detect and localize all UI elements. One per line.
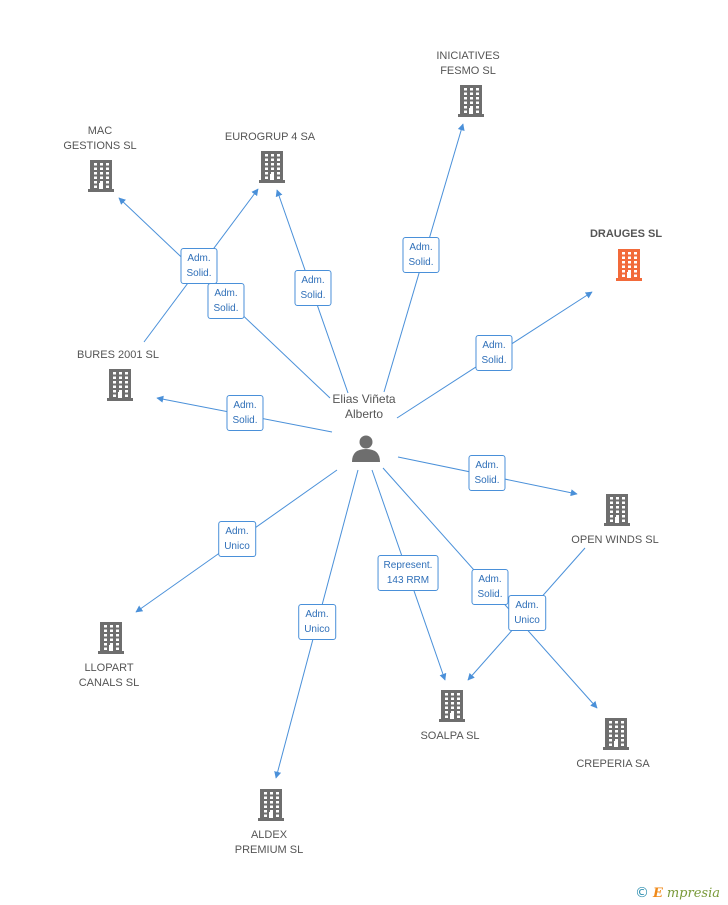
edge-label-center-aldex[interactable]: Adm. Unico <box>298 604 336 640</box>
company-label-openwinds[interactable]: OPEN WINDS SL <box>571 534 659 546</box>
edge-label-center-drauges[interactable]: Adm. Solid. <box>475 335 513 371</box>
edge-label-bures-eurogrup[interactable]: Adm. Solid. <box>180 248 218 284</box>
building-icon-bures[interactable] <box>107 369 133 401</box>
edge-label-center-llopart[interactable]: Adm. Unico <box>218 521 256 557</box>
brand-initial: E <box>652 885 663 901</box>
building-icon-llopart[interactable] <box>98 622 124 654</box>
edge-label-center-openwinds[interactable]: Adm. Solid. <box>468 455 506 491</box>
company-label-drauges[interactable]: DRAUGES SL <box>589 228 663 240</box>
building-icon-mac[interactable] <box>88 160 114 192</box>
building-icon-soalpa[interactable] <box>439 690 465 722</box>
brand-name: mpresia <box>666 885 720 901</box>
company-label-mac[interactable]: MAC GESTIONS SL <box>63 125 137 152</box>
building-icon-eurogrup[interactable] <box>259 151 285 183</box>
building-icon-iniciatives[interactable] <box>458 85 484 117</box>
company-label-aldex[interactable]: ALDEX PREMIUM SL <box>234 829 304 856</box>
building-icon-drauges[interactable] <box>616 249 642 281</box>
edge-label-center-soalpa[interactable]: Represent. 143 RRM <box>377 555 439 591</box>
company-label-llopart[interactable]: LLOPART CANALS SL <box>78 662 140 689</box>
edge-label-center-eurogrup[interactable]: Adm. Solid. <box>294 270 332 306</box>
copyright-icon: © <box>634 885 649 901</box>
edge-label-center-iniciatives[interactable]: Adm. Solid. <box>402 237 440 273</box>
edge-label-center-bures[interactable]: Adm. Solid. <box>226 395 264 431</box>
edge-label-openwinds-soalpa[interactable]: Adm. Unico <box>508 595 546 631</box>
building-icon-openwinds[interactable] <box>604 494 630 526</box>
person-icon[interactable] <box>352 435 380 463</box>
company-label-soalpa[interactable]: SOALPA SL <box>420 730 480 742</box>
person-name-label[interactable]: Elias Viñeta Alberto <box>332 392 396 421</box>
building-icon-creperia[interactable] <box>603 718 629 750</box>
company-label-eurogrup[interactable]: EUROGRUP 4 SA <box>224 131 316 143</box>
company-label-creperia[interactable]: CREPERIA SA <box>576 758 650 770</box>
company-label-bures[interactable]: BURES 2001 SL <box>77 349 159 361</box>
edge-label-center-creperia[interactable]: Adm. Solid. <box>471 569 509 605</box>
company-label-iniciatives[interactable]: INICIATIVES FESMO SL <box>436 50 500 77</box>
building-icon-aldex[interactable] <box>258 789 284 821</box>
edge-label-center-mac[interactable]: Adm. Solid. <box>207 283 245 319</box>
